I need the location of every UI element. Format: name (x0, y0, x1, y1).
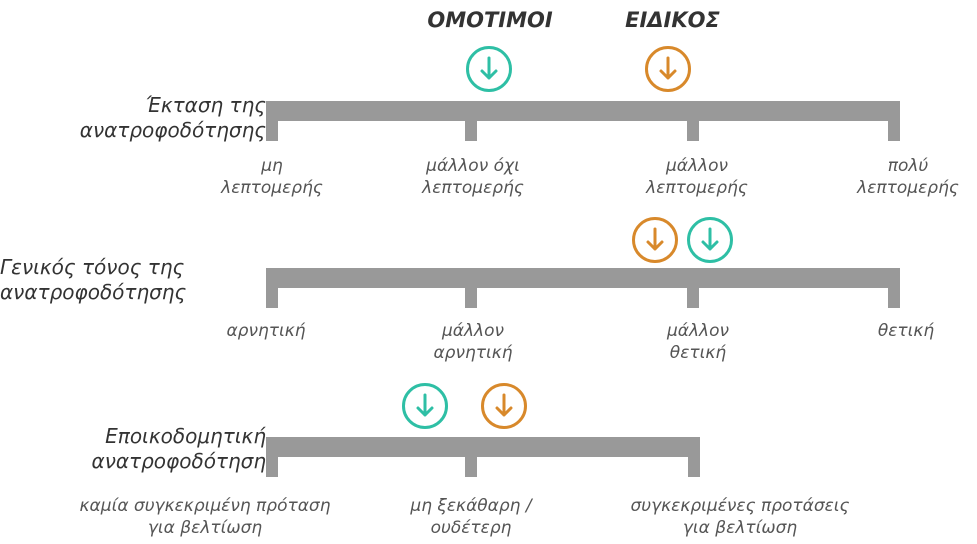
down-arrow-icon (646, 227, 664, 251)
row-2-tick (888, 284, 900, 308)
row-2-tick-label: μάλλον θετική (666, 321, 730, 363)
row-1-tick (687, 117, 699, 141)
row-1-tick (465, 117, 477, 141)
row-2-tick (266, 284, 278, 308)
row-2-tick-label: αρνητική (226, 321, 306, 341)
row-3-title: Εποικοδομητική ανατροφοδότηση (91, 424, 266, 473)
row-3-tick-label: συγκεκριμένες προτάσεις για βελτίωση (630, 496, 850, 538)
row-1-tick-label: μάλλον όχι λεπτομερής (422, 156, 524, 198)
row-1-scale-bar (266, 101, 900, 121)
legend-expert: ΕΙΔΙΚΟΣ (625, 8, 720, 32)
row-2-expert-marker (632, 217, 678, 263)
row-2-scale-bar (266, 268, 900, 288)
down-arrow-icon (659, 56, 677, 80)
row-1-tick-label: πολύ λεπτομερής (857, 156, 959, 198)
row-2-title: Γενικός τόνος της ανατροφοδότησης (0, 255, 187, 304)
row-3-expert-marker (481, 383, 527, 429)
row-3-tick (266, 453, 278, 477)
row-2-tick (465, 284, 477, 308)
row-3-scale-bar (266, 437, 700, 457)
row-1-title: Έκταση της ανατροφοδότησης (79, 93, 266, 142)
down-arrow-icon (416, 393, 434, 417)
down-arrow-icon (495, 393, 513, 417)
row-3-tick (465, 453, 477, 477)
down-arrow-icon (701, 227, 719, 251)
row-1-tick-label: μάλλον λεπτομερής (646, 156, 748, 198)
row-3-tick-label: μη ξεκάθαρη / ουδέτερη (410, 496, 532, 538)
row-3-peer-marker (402, 383, 448, 429)
legend-expert-marker (645, 46, 691, 92)
legend-peer-marker (466, 46, 512, 92)
down-arrow-icon (480, 56, 498, 80)
row-2-tick-label: μάλλον αρνητική (433, 321, 513, 363)
row-1-tick (888, 117, 900, 141)
row-2-peer-marker (687, 217, 733, 263)
row-2-tick (687, 284, 699, 308)
row-3-tick (688, 453, 700, 477)
row-3-tick-label: καμία συγκεκριμένη πρόταση για βελτίωση (79, 496, 331, 538)
row-1-tick (266, 117, 278, 141)
row-1-tick-label: μη λεπτομερής (221, 156, 323, 198)
row-2-tick-label: θετική (877, 321, 935, 341)
legend-peer: ΟΜΟΤΙΜΟΙ (427, 8, 553, 32)
